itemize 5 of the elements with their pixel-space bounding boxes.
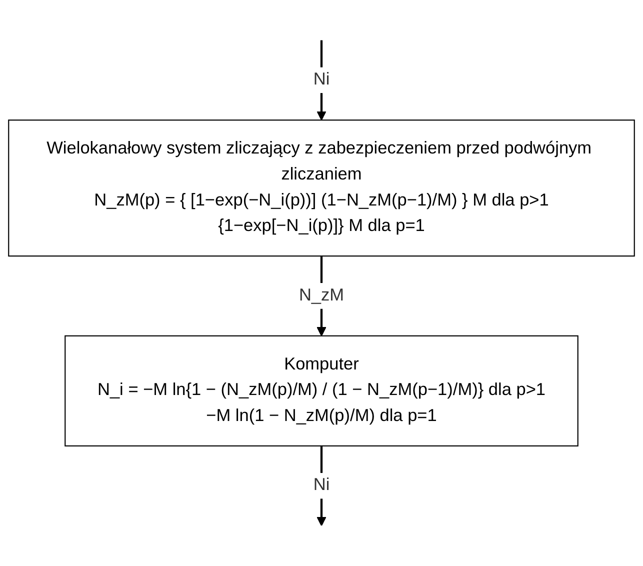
edge-label: Ni: [313, 70, 330, 89]
edge-label: N_zM: [298, 286, 344, 305]
node-box: Wielokanałowy system zliczający z zabezpieczeniem przed podwójnym zliczaniem N_zM(p) = { [1−exp(−N_i(p))] (1−N_zM(p−1)/M) } M dla p>1 {1−exp[−N_i(p)]} M dla p=1: [8, 120, 635, 257]
edge-label: Ni: [313, 476, 330, 494]
node-box: Komputer N_i = −M ln{1 − (N_zM(p)/M) / (1 − N_zM(p−1)/M)} dla p>1 −M ln(1 − N_zM(p)/M) dla p=1: [64, 335, 578, 446]
